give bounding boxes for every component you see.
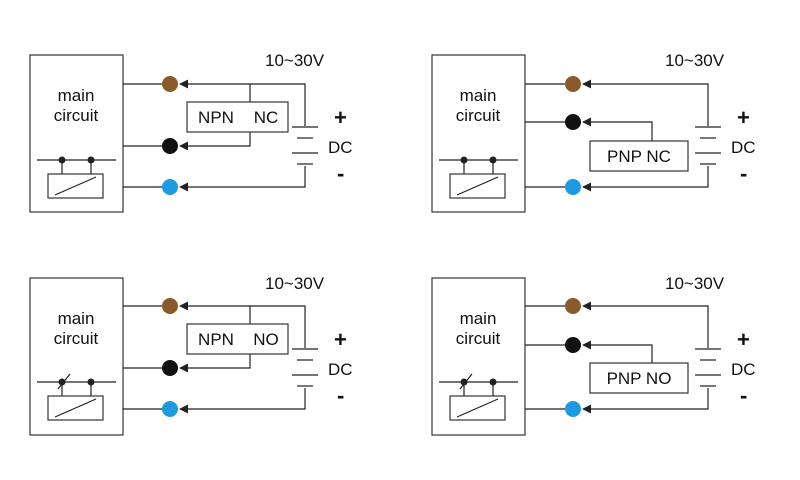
relay-contact-no [439, 373, 518, 396]
black-wire-terminal [162, 138, 178, 154]
wire-blue-supply [582, 166, 709, 192]
minus-label: - [337, 383, 344, 408]
diagram-pnp-no: main circuit 10~30V PNP NO [431, 274, 756, 436]
main-label: main [58, 86, 95, 105]
main-label: main [460, 309, 497, 328]
voltage-label: 10~30V [265, 274, 325, 293]
blue-wire-terminal [162, 401, 178, 417]
sensor-mode-label: NO [253, 330, 279, 349]
wire-black-output [582, 117, 653, 141]
relay-contact-no [37, 373, 116, 396]
sensor-label: PNP NO [607, 369, 672, 388]
relay-coil-icon [449, 173, 506, 199]
wire-brown-supply [179, 79, 306, 126]
brown-wire-terminal [565, 298, 581, 314]
plus-label: + [737, 105, 750, 130]
sensor-type-label: NPN [198, 330, 234, 349]
plus-label: + [737, 327, 750, 352]
circuit-label: circuit [54, 329, 99, 348]
plus-label: + [334, 105, 347, 130]
wire-brown-supply [179, 301, 306, 348]
wire-blue-supply [179, 388, 306, 414]
voltage-label: 10~30V [265, 51, 325, 70]
blue-wire-terminal [565, 179, 581, 195]
wire-black-output [179, 132, 251, 151]
brown-wire-terminal [162, 76, 178, 92]
battery-icon [695, 348, 721, 387]
main-label: main [460, 86, 497, 105]
relay-coil-icon [449, 395, 506, 421]
sensor-box [589, 140, 689, 172]
circuit-label: circuit [54, 106, 99, 125]
voltage-label: 10~30V [665, 274, 725, 293]
battery-icon [695, 126, 721, 165]
wire-blue-supply [582, 388, 709, 414]
black-wire-terminal [162, 360, 178, 376]
sensor-label: PNP NC [607, 147, 671, 166]
blue-wire-terminal [565, 401, 581, 417]
voltage-label: 10~30V [665, 51, 725, 70]
sensor-box [589, 362, 689, 394]
sensor-box [186, 101, 289, 133]
blue-wire-terminal [162, 179, 178, 195]
minus-label: - [337, 161, 344, 186]
main-label: main [58, 309, 95, 328]
brown-wire-terminal [565, 76, 581, 92]
minus-label: - [740, 161, 747, 186]
relay-contact-nc [439, 156, 518, 174]
sensor-type-label: NPN [198, 108, 234, 127]
wire-brown-supply [582, 79, 709, 126]
minus-label: - [740, 383, 747, 408]
dc-label: DC [328, 138, 353, 157]
wire-black-output [179, 354, 251, 373]
relay-coil-icon [47, 173, 104, 199]
relay-coil-icon [47, 395, 104, 421]
wire-blue-supply [179, 166, 306, 192]
circuit-label: circuit [456, 329, 501, 348]
battery-icon [292, 126, 318, 165]
dc-label: DC [731, 360, 756, 379]
plus-label: + [334, 327, 347, 352]
relay-contact-nc [37, 156, 116, 174]
wire-black-output [582, 340, 653, 363]
diagram-pnp-nc: main circuit 10~30V PNP NC [431, 51, 756, 213]
diagram-npn-nc: main circuit 10~30V NPN NC [29, 51, 353, 213]
wire-brown-supply [582, 301, 709, 348]
black-wire-terminal [565, 114, 581, 130]
circuit-label: circuit [456, 106, 501, 125]
dc-label: DC [731, 138, 756, 157]
sensor-box [186, 323, 289, 355]
brown-wire-terminal [162, 298, 178, 314]
sensor-mode-label: NC [254, 108, 279, 127]
dc-label: DC [328, 360, 353, 379]
battery-icon [292, 348, 318, 387]
diagram-npn-no: main circuit 10~30V NPN NO [29, 274, 353, 436]
black-wire-terminal [565, 337, 581, 353]
